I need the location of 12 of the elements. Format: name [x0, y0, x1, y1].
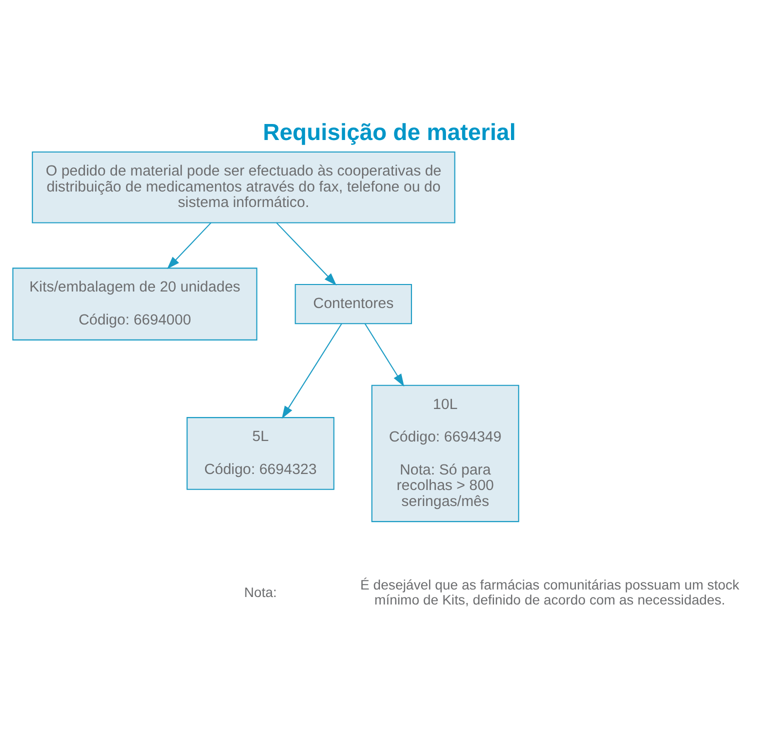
node-box: O pedido de material pode ser efectuado às cooperativas de distribuição de medicamentos através do fax, telefone ou do sistema informático. [32, 151, 456, 224]
node-box: 5L Código: 6694323 [186, 417, 334, 490]
label: Nota: [244, 584, 277, 600]
diagram-title: Requisição de material [262, 118, 516, 145]
arrow [167, 222, 212, 270]
arrow [364, 324, 404, 387]
node-box: 10L Código: 6694349 Nota: Só para recolhas > 800 seringas/mês [371, 384, 520, 522]
arrow [276, 222, 337, 286]
node-box: Kits/embalagem de 20 unidades Código: 6694000 [12, 268, 258, 340]
node-box: Contentores [294, 284, 412, 324]
arrow [282, 324, 342, 419]
label: É desejável que as farmácias comunitárias possuam um stock mínimo de Kits, definido de acordo com as necessidades. [360, 578, 740, 608]
